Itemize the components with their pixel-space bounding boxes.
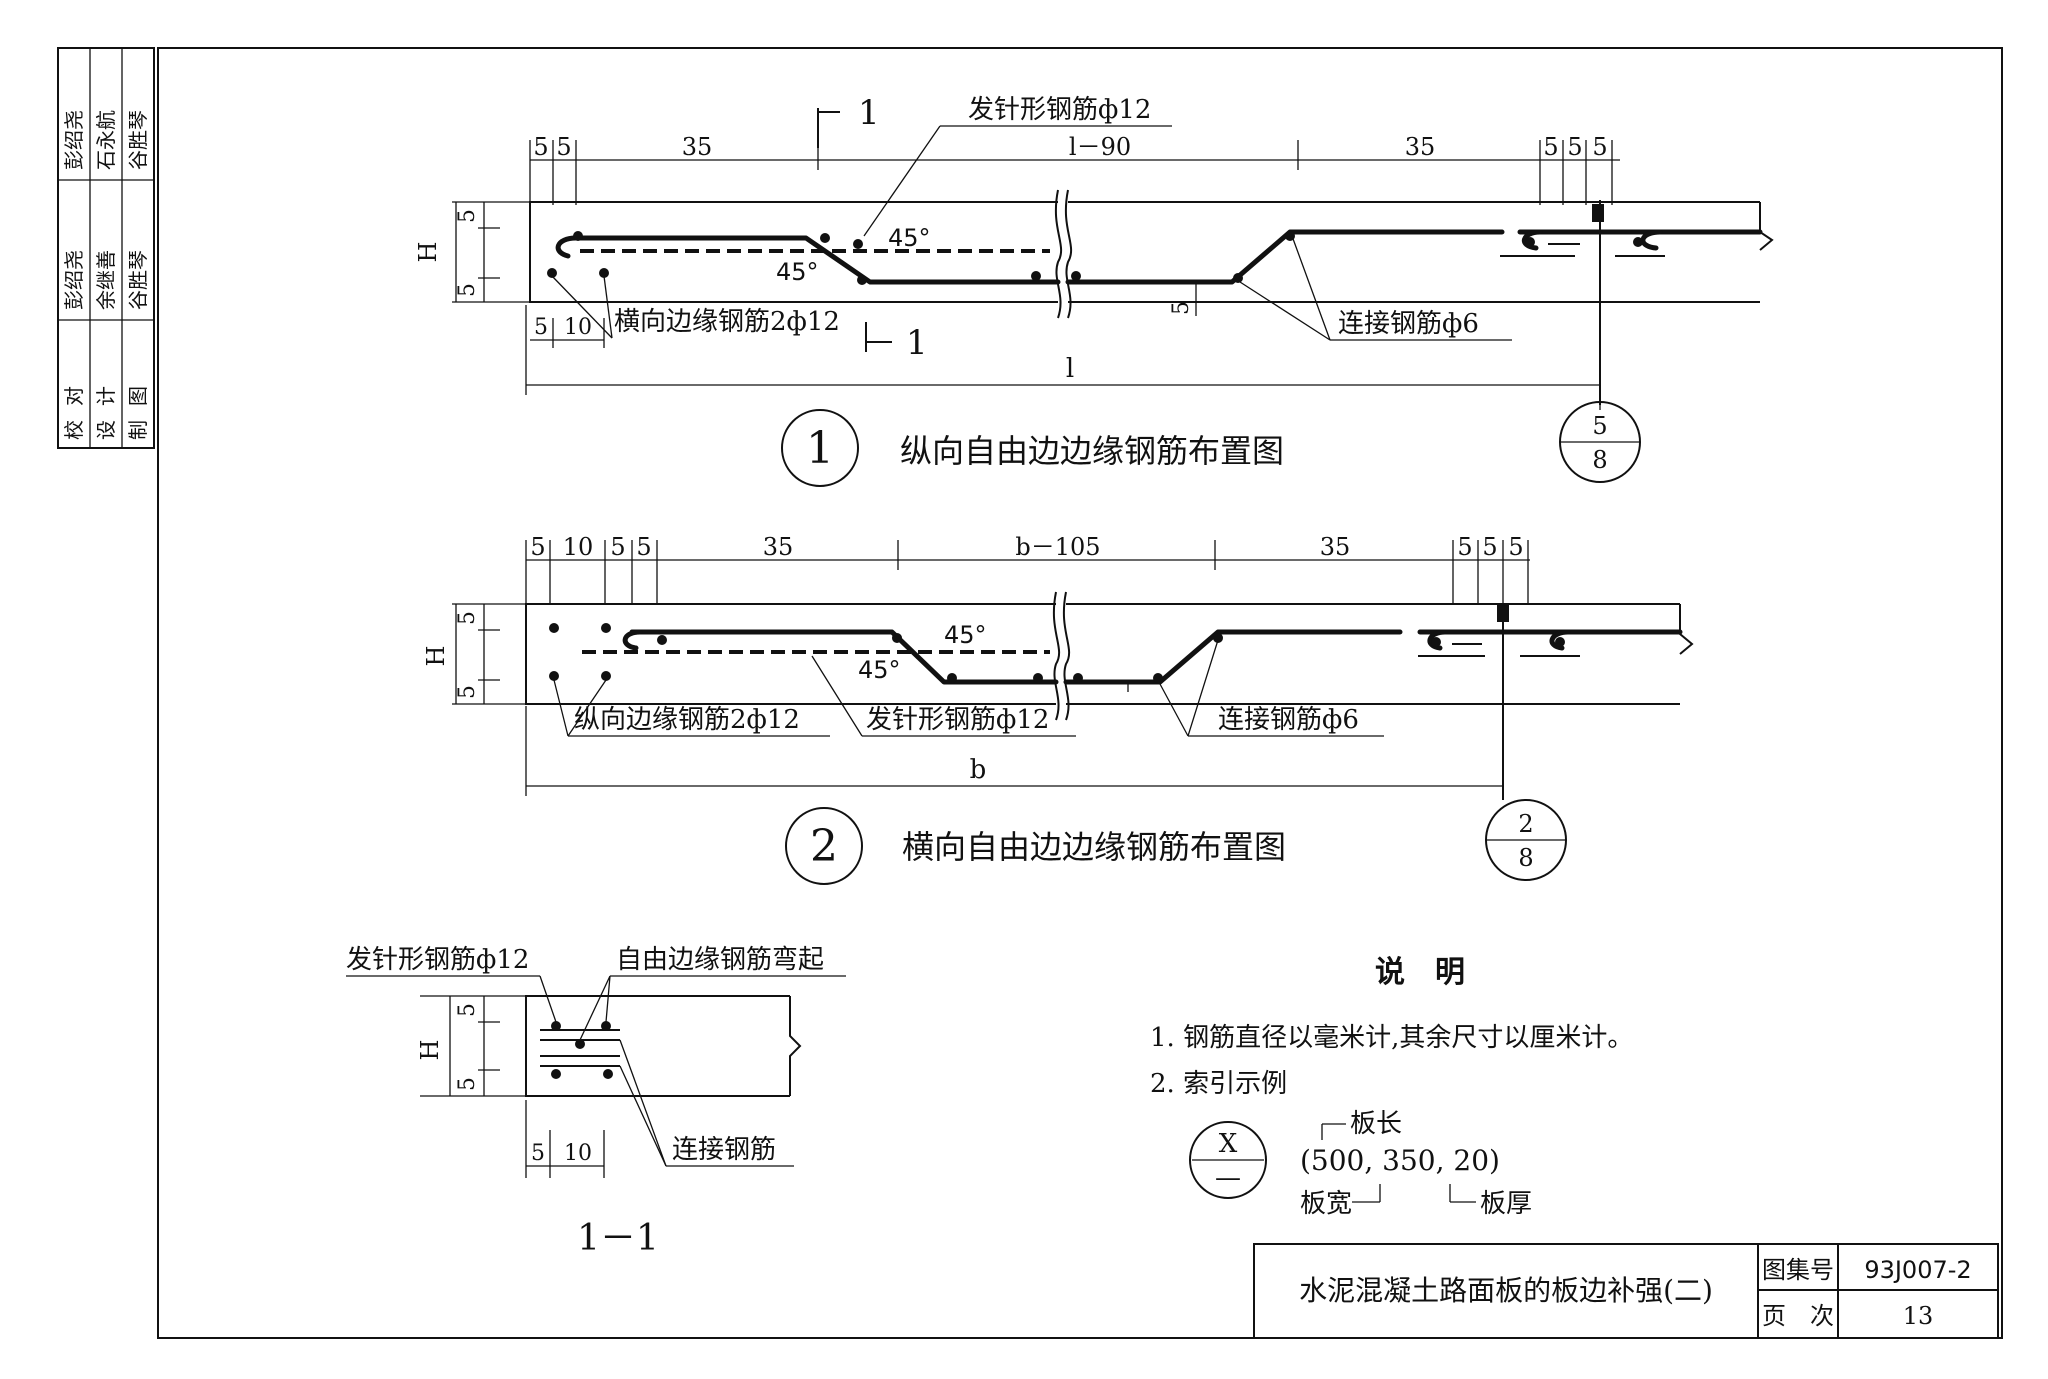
- label-connecting-bar: 连接钢筋ф6: [1338, 309, 1479, 339]
- sidebar-mid-name: 彭绍尧: [62, 250, 86, 310]
- figure-title: 纵向自由边边缘钢筋布置图: [900, 432, 1284, 470]
- notes: 说 明 1. 钢筋直径以毫米计,其余尺寸以厘米计。 2. 索引示例 X — 板长…: [1150, 955, 1633, 1219]
- label-bent-bars: 自由边缘钢筋弯起: [616, 945, 824, 975]
- dim-label: b－105: [1015, 533, 1100, 561]
- sheet-border: [157, 47, 2003, 1339]
- dim-label: 10: [563, 533, 594, 561]
- dim-label: 10: [564, 315, 592, 340]
- label-edge-bars: 纵向边缘钢筋2ф12: [574, 705, 800, 735]
- dim-label: 5: [455, 685, 480, 699]
- dim-label: 5: [455, 209, 480, 223]
- dim-label: 5: [1592, 133, 1607, 161]
- dim-label: 5: [1457, 533, 1472, 561]
- hairpin-bar: [573, 235, 1061, 285]
- dim-label: l－90: [1069, 133, 1131, 161]
- dim-label: 5: [636, 533, 651, 561]
- dim-h: H: [422, 646, 450, 667]
- dim-label: 35: [1320, 533, 1351, 561]
- angle-label: 45°: [858, 656, 901, 684]
- dim-label: 5: [1482, 533, 1497, 561]
- label-width: 板宽: [1300, 1189, 1352, 1219]
- dim-label: 5: [455, 1077, 480, 1091]
- sidebar-mid-name: 谷胜琴: [126, 250, 150, 310]
- page-label: 页 次: [1762, 1302, 1834, 1330]
- dim-label: 5: [533, 133, 548, 161]
- label-length: 板长: [1350, 1109, 1402, 1139]
- dim-label: 35: [763, 533, 794, 561]
- ref-bottom: 8: [1518, 844, 1533, 872]
- dim-label: 5: [530, 533, 545, 561]
- label-thickness: 板厚: [1480, 1189, 1532, 1219]
- section-mark: 1: [906, 323, 928, 363]
- connecting-bar: [1063, 629, 1403, 685]
- label-edge-bars: 横向边缘钢筋2ф12: [614, 307, 840, 337]
- dim-label: 5: [455, 283, 480, 297]
- drawing-title: 水泥混凝土路面板的板边补强(二): [1299, 1274, 1713, 1307]
- note-item: 2. 索引示例: [1150, 1069, 1287, 1099]
- index-symbol-top: X: [1219, 1129, 1238, 1159]
- label-hairpin-bar: 发针形钢筋ф12: [866, 705, 1049, 735]
- figure-number-circle: [785, 807, 863, 885]
- figure-number: 1: [806, 423, 834, 474]
- index-values: (500, 350, 20): [1300, 1144, 1500, 1177]
- sidebar-top-name: 谷胜琴: [126, 110, 150, 170]
- figure-title: 横向自由边边缘钢筋布置图: [902, 828, 1286, 866]
- notes-heading: 说 明: [1375, 955, 1465, 990]
- dim-label: 5: [556, 133, 571, 161]
- dim-label: 10: [564, 1141, 592, 1166]
- dim-total: b: [970, 755, 987, 785]
- dim-label: 35: [682, 133, 713, 161]
- signature-sidebar: 彭绍尧 石永航 谷胜琴 彭绍尧 余继善 谷胜琴 校对 设计 制图: [57, 47, 155, 449]
- dim-label: 5: [534, 315, 548, 340]
- sidebar-top-name: 彭绍尧: [62, 110, 86, 170]
- label-connecting-bar: 连接钢筋ф6: [1218, 705, 1359, 735]
- dim-label: 5: [1169, 301, 1194, 315]
- dim-label: 5: [1508, 533, 1523, 561]
- label-hairpin-bar: 发针形钢筋ф12: [968, 95, 1151, 125]
- label-hairpin-bar: 发针形钢筋ф12: [346, 945, 529, 975]
- angle-label: 45°: [944, 621, 987, 649]
- sidebar-role: 设计: [94, 372, 118, 440]
- dim-total: l: [1066, 354, 1074, 384]
- note-item: 1. 钢筋直径以毫米计,其余尺寸以厘米计。: [1150, 1023, 1633, 1053]
- ref-top: 5: [1592, 412, 1607, 440]
- figure-number-circle: [781, 409, 859, 487]
- sidebar-top-name: 石永航: [94, 110, 118, 170]
- ref-top: 2: [1518, 810, 1533, 838]
- dim-label: 5: [455, 1003, 480, 1017]
- sidebar-role: 制图: [126, 372, 150, 440]
- dim-h: H: [416, 1040, 444, 1061]
- label-connecting-bars: 连接钢筋: [672, 1135, 776, 1165]
- atlas-label: 图集号: [1762, 1256, 1834, 1284]
- angle-label: 45°: [776, 258, 819, 286]
- title-block: 水泥混凝土路面板的板边补强(二) 图集号 93J007-2 页 次 13: [1253, 1243, 1999, 1339]
- sidebar-mid-name: 余继善: [94, 250, 118, 310]
- section-title: 1－1: [577, 1218, 659, 1259]
- dim-label: 5: [455, 611, 480, 625]
- figure-1: 5 5 35 l－90 35 5 5 5 1 H 5 5: [414, 93, 1774, 487]
- dim-label: 5: [610, 533, 625, 561]
- dim-h: H: [414, 242, 442, 263]
- hairpin-bar: [629, 629, 1059, 685]
- page-number: 13: [1903, 1302, 1934, 1330]
- dim-label: 5: [531, 1141, 545, 1166]
- ref-bottom: 8: [1592, 446, 1607, 474]
- figure-2: 5 10 5 5 35 b－105 35 5 5 5 H 5 5: [422, 533, 1694, 885]
- section-mark: 1: [858, 93, 880, 133]
- index-symbol-bottom: —: [1215, 1163, 1241, 1193]
- dim-label: 5: [1567, 133, 1582, 161]
- sidebar-role: 校对: [62, 372, 86, 440]
- dim-label: 5: [1543, 133, 1558, 161]
- figure-number: 2: [810, 821, 838, 872]
- dim-label: 35: [1405, 133, 1436, 161]
- index-symbol: [1189, 1121, 1267, 1199]
- connecting-bar: [1065, 229, 1505, 285]
- angle-label: 45°: [888, 224, 931, 252]
- atlas-number: 93J007-2: [1864, 1256, 1971, 1284]
- section-1-1: H 5 5 发针形钢筋ф12 自由边缘钢筋弯起 连接钢筋 5 10 1－1: [346, 945, 846, 1259]
